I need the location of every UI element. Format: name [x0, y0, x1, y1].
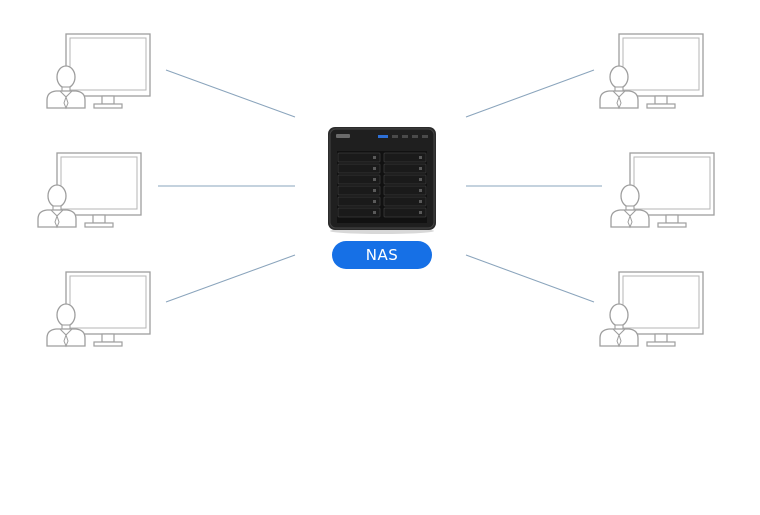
connector-line [465, 69, 595, 118]
workstation-user-icon [37, 152, 142, 228]
connector-line [165, 254, 296, 303]
workstation-user-icon [46, 33, 151, 109]
workstation-user-icon [610, 152, 715, 228]
connector-line [165, 69, 296, 118]
workstation-user-icon [599, 33, 704, 109]
connector-line [465, 254, 595, 303]
nas-label: NAS [332, 241, 432, 269]
nas-server-icon [328, 127, 436, 234]
workstation-user-icon [599, 271, 704, 347]
connector-lines [158, 69, 602, 303]
workstation-user-icon [46, 271, 151, 347]
